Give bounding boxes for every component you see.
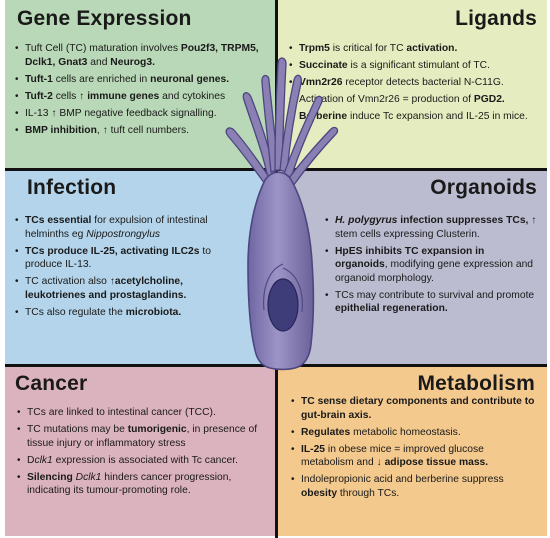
bullet-item: Tuft Cell (TC) maturation involves Pou2f… xyxy=(15,42,270,69)
bullet-item: Succinate is a significant stimulant of … xyxy=(289,59,529,73)
bullet-list-gene-expression: Tuft Cell (TC) maturation involves Pou2f… xyxy=(15,42,270,141)
horizontal-divider-bottom xyxy=(5,364,547,367)
bullet-list-ligands: Trpm5 is critical for TC activation. Succ… xyxy=(289,42,529,127)
bullet-item: TCs also regulate the microbiota. xyxy=(15,306,237,320)
panel-cancer: Cancer TCs are linked to intestinal canc… xyxy=(5,366,277,536)
bullet-item: Silencing Dclk1 hinders cancer progressi… xyxy=(17,471,272,498)
bullet-item: TCs produce IL-25, activating ILC2s to p… xyxy=(15,245,237,272)
panel-infection: Infection TCs essential for expulsion of… xyxy=(5,170,277,366)
bullet-item: Tuft-1 cells are enriched in neuronal ge… xyxy=(15,73,270,87)
bullet-item: Trpm5 is critical for TC activation. xyxy=(289,42,529,56)
bullet-item: IL-25 in obese mice = improved glucose m… xyxy=(291,443,537,470)
bullet-item: Dclk1 expression is associated with Tc c… xyxy=(17,454,272,468)
panel-gene-expression: Gene Expression Tuft Cell (TC) maturatio… xyxy=(5,0,277,170)
panel-organoids: Organoids H. polygyrus infection suppres… xyxy=(277,170,547,366)
panel-title-metabolism: Metabolism xyxy=(417,372,535,395)
bullet-list-cancer: TCs are linked to intestinal cancer (TCC… xyxy=(17,406,272,501)
bullet-item: Indolepropionic acid and berberine suppr… xyxy=(291,473,537,500)
bullet-item: Vmn2r26 receptor detects bacterial N-C11… xyxy=(289,76,529,90)
vertical-divider xyxy=(275,0,278,538)
bullet-item: H. polygyrus infection suppresses TCs, ↑… xyxy=(325,214,537,241)
bullet-item: Berberine induce Tc expansion and IL-25 … xyxy=(289,110,529,124)
bullet-item: Activation of Vmn2r26 = production of PG… xyxy=(289,93,529,107)
bullet-item: HpES inhibits TC expansion in organoids,… xyxy=(325,245,537,286)
bullet-item: TC activation also ↑acetylcholine, leuko… xyxy=(15,275,237,302)
panel-title-infection: Infection xyxy=(27,176,117,199)
bullet-item: TCs essential for expulsion of intestina… xyxy=(15,214,237,241)
panel-title-cancer: Cancer xyxy=(15,372,88,395)
bullet-list-infection: TCs essential for expulsion of intestina… xyxy=(15,214,237,323)
horizontal-divider-top xyxy=(5,168,547,171)
panel-title-gene-expression: Gene Expression xyxy=(17,7,192,30)
bullet-list-metabolism: TC sense dietary components and contribu… xyxy=(291,395,537,504)
bullet-item: Regulates metabolic homeostasis. xyxy=(291,426,537,440)
bullet-list-organoids: H. polygyrus infection suppresses TCs, ↑… xyxy=(325,214,537,319)
panel-title-ligands: Ligands xyxy=(455,7,537,30)
bullet-item: TC sense dietary components and contribu… xyxy=(291,395,537,422)
bullet-item: TC mutations may be tumorigenic, in pres… xyxy=(17,423,272,450)
bullet-item: Tuft-2 cells ↑ immune genes and cytokine… xyxy=(15,90,270,104)
panel-title-organoids: Organoids xyxy=(430,176,537,199)
bullet-item: IL-13 ↑ BMP negative feedback signalling… xyxy=(15,107,270,121)
panel-ligands: Ligands Trpm5 is critical for TC activat… xyxy=(277,0,547,170)
bullet-item: TCs are linked to intestinal cancer (TCC… xyxy=(17,406,272,420)
bullet-item: BMP inhibition, ↑ tuft cell numbers. xyxy=(15,124,270,138)
bullet-item: TCs may contribute to survival and promo… xyxy=(325,289,537,316)
panel-metabolism: Metabolism TC sense dietary components a… xyxy=(277,366,547,536)
